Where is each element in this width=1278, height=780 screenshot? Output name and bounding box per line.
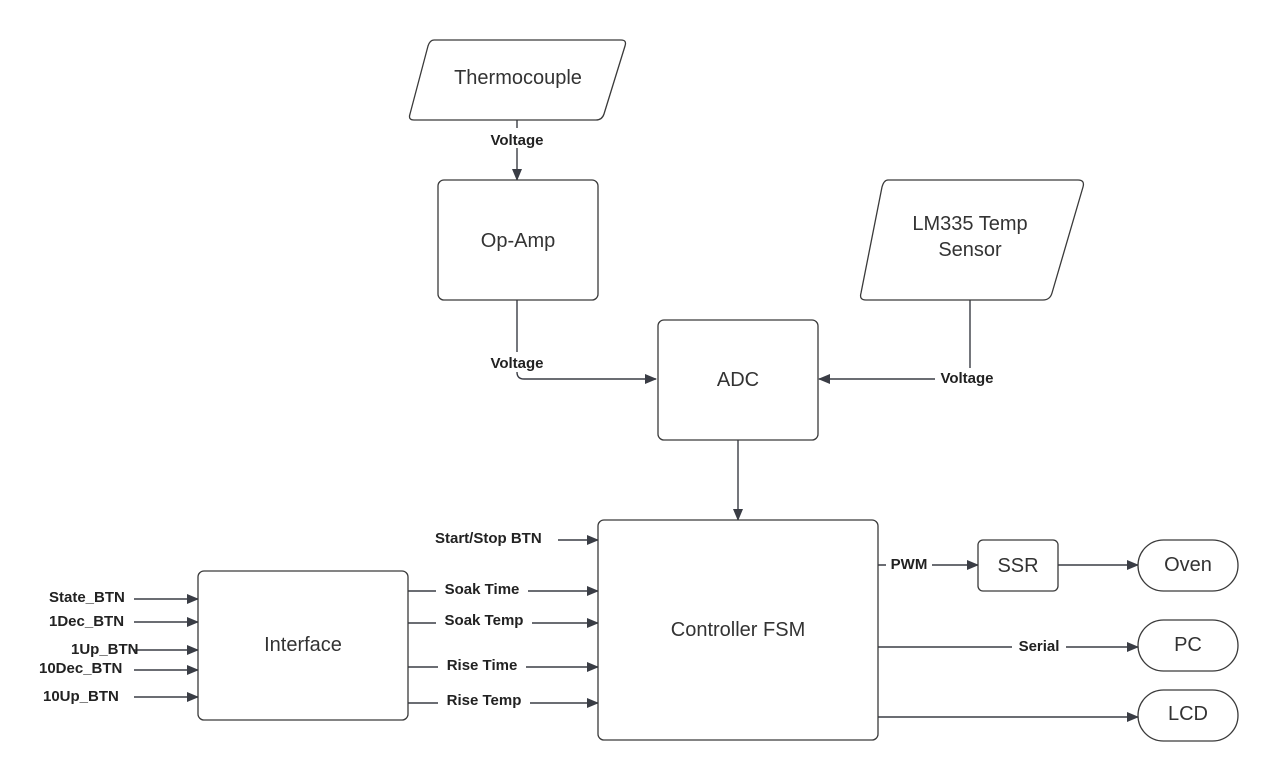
node-opamp: Op-Amp: [437, 179, 599, 301]
edge-label-serial: Serial: [1019, 638, 1060, 655]
edge-label-rise-time: Rise Time: [447, 657, 518, 674]
label-lm335-line2: Sensor: [938, 239, 1002, 261]
edge-label-10dec-btn: 10Dec_BTN: [39, 660, 122, 677]
label-adc: ADC: [717, 369, 759, 391]
label-opamp: Op-Amp: [481, 230, 555, 252]
node-interface: Interface: [197, 570, 409, 721]
node-thermocouple: Thermocouple: [408, 39, 627, 121]
edge-label-lm335-voltage: Voltage: [940, 370, 993, 387]
edge-label-state-btn: State_BTN: [49, 589, 125, 606]
node-controller-fsm: Controller FSM: [597, 519, 879, 741]
edge-label-10up-btn: 10Up_BTN: [43, 688, 119, 705]
edge-label-pwm: PWM: [891, 556, 928, 573]
edge-label-1dec-btn: 1Dec_BTN: [49, 613, 124, 630]
label-ssr: SSR: [997, 555, 1038, 577]
label-lm335-line1: LM335 Temp: [912, 213, 1027, 235]
edge-lm335-adc: [818, 300, 971, 384]
node-lcd: LCD: [1137, 689, 1239, 742]
label-thermocouple: Thermocouple: [454, 67, 582, 89]
label-pc: PC: [1174, 634, 1202, 656]
node-lm335: LM335 Temp Sensor: [859, 179, 1085, 301]
node-adc: ADC: [657, 319, 819, 441]
label-oven: Oven: [1164, 554, 1212, 576]
edge-label-opamp-voltage: Voltage: [490, 355, 543, 372]
edge-label-start-stop: Start/Stop BTN: [435, 530, 542, 547]
label-controller-fsm: Controller FSM: [671, 619, 805, 641]
edge-label-soak-time: Soak Time: [445, 581, 520, 598]
node-oven: Oven: [1137, 539, 1239, 592]
edge-label-1up-btn: 1Up_BTN: [71, 641, 139, 658]
edge-label-soak-temp: Soak Temp: [445, 612, 524, 629]
node-pc: PC: [1137, 619, 1239, 672]
label-interface: Interface: [264, 634, 342, 656]
node-ssr: SSR: [977, 539, 1059, 592]
edge-label-rise-temp: Rise Temp: [447, 692, 522, 709]
label-lcd: LCD: [1168, 703, 1208, 725]
edge-label-thermo-voltage: Voltage: [490, 132, 543, 149]
edge-opamp-adc: [516, 300, 657, 384]
